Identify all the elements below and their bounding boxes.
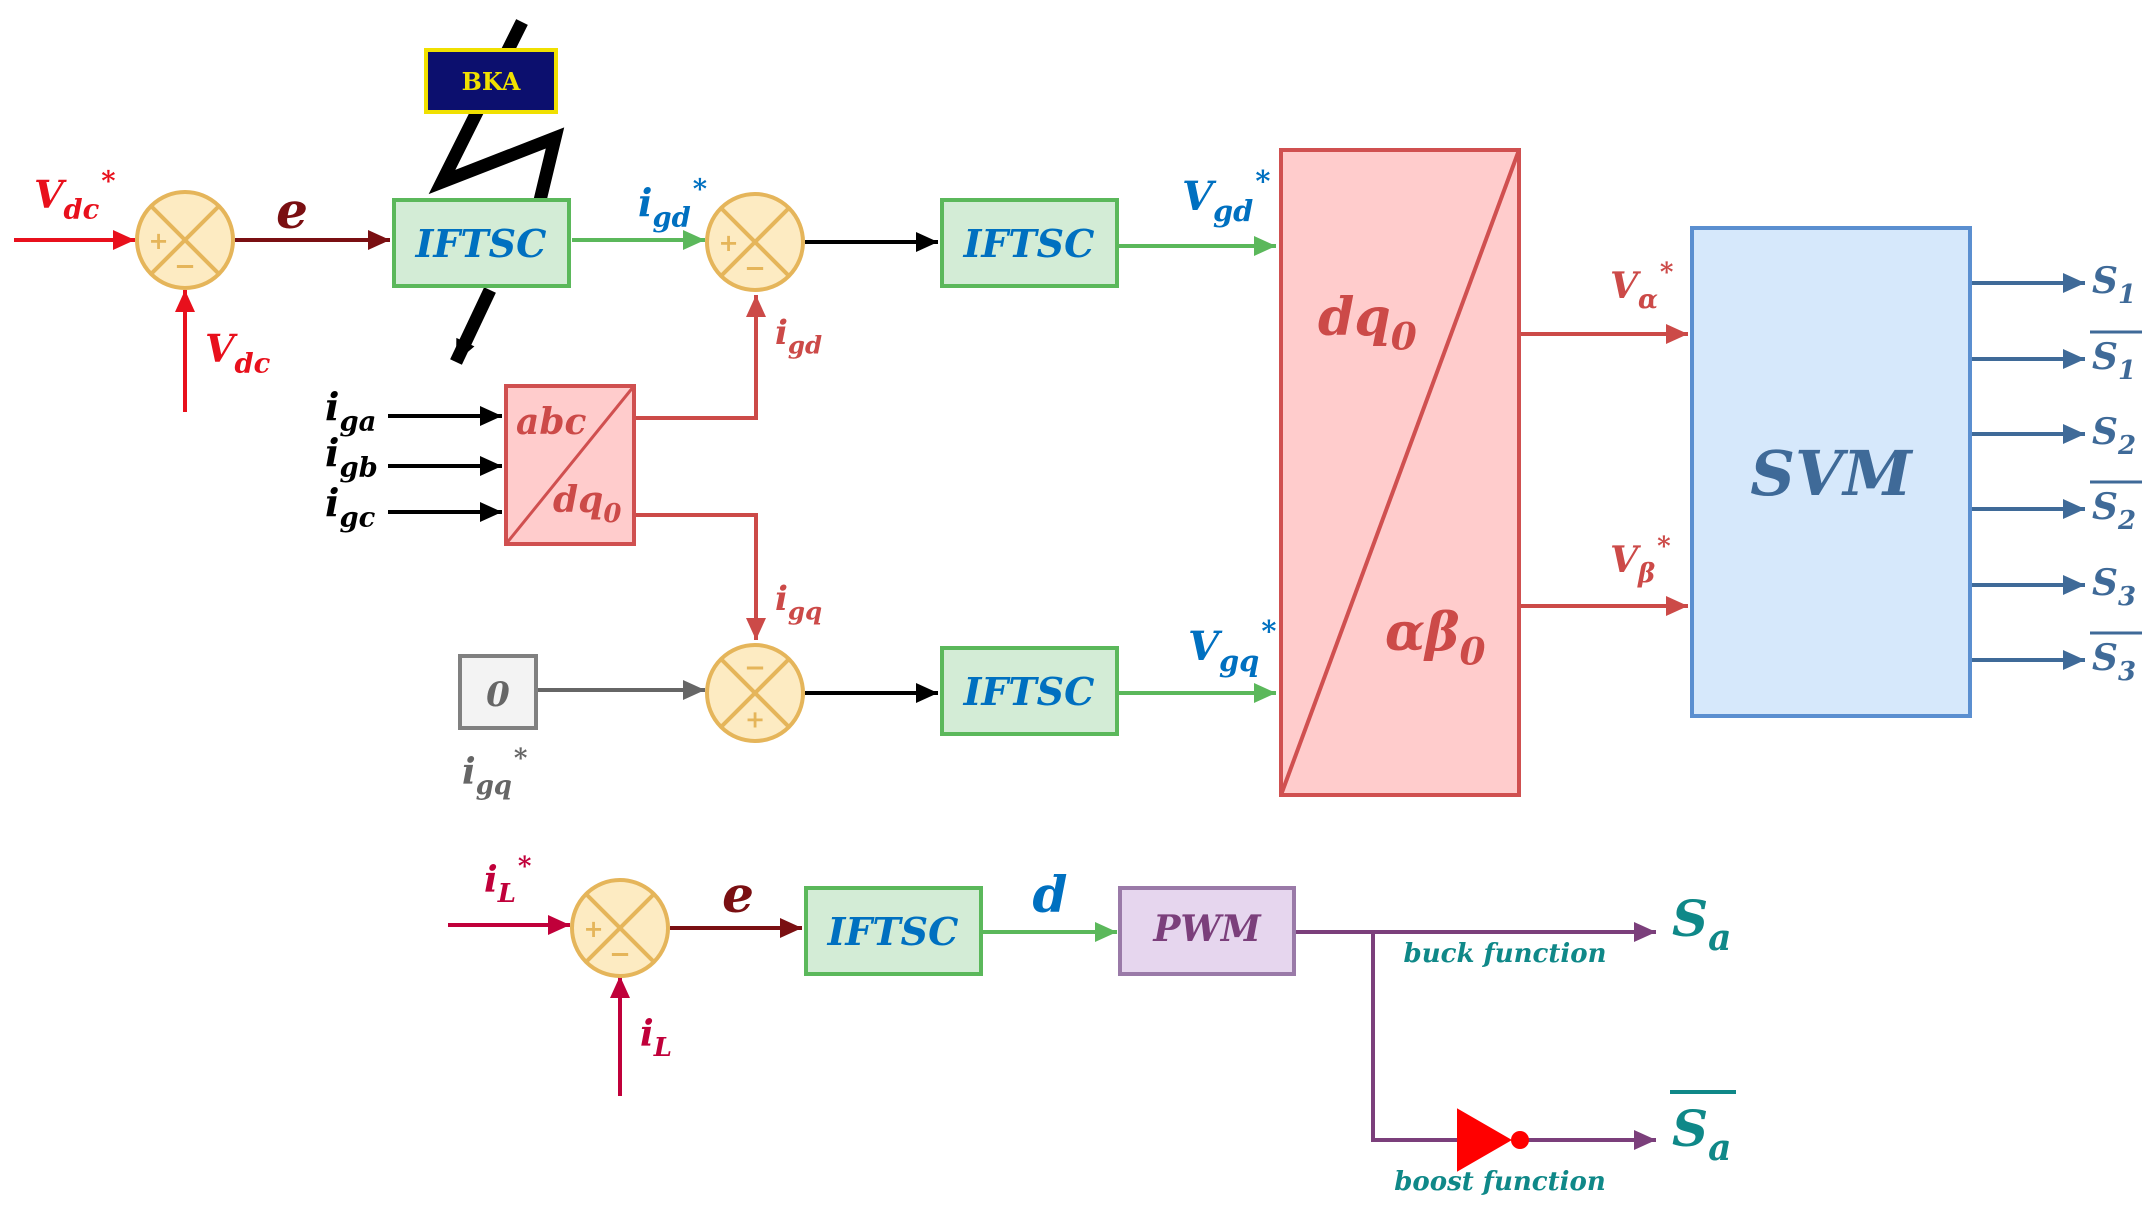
iftsc-block-current <box>804 886 983 976</box>
il-label: iL <box>640 1013 672 1063</box>
abc-dq0-divider <box>504 385 636 545</box>
vgd-ref-arrow <box>1118 236 1276 256</box>
dq0-small-label: dq0 <box>553 479 621 529</box>
igq-ref-arrow <box>536 680 705 700</box>
zero-block <box>458 654 538 730</box>
bka-block <box>424 48 558 114</box>
iftsc-block-d-label: IFTSC <box>963 221 1095 266</box>
abc-label: abc <box>516 401 586 443</box>
iftsc-block-q <box>940 646 1119 736</box>
error-e1-arrow <box>235 230 390 250</box>
sum-q-to-iftsc-arrow <box>805 683 938 703</box>
boost-function-label: boost function <box>1394 1167 1606 1197</box>
svm-output-arrow-6 <box>1972 650 2085 670</box>
plus-sign: + <box>719 229 739 257</box>
iftsc-block-voltage <box>392 198 571 288</box>
valpha-ref-label: Vα* <box>1610 258 1673 315</box>
igq-label: igq <box>775 579 822 626</box>
vbeta-ref-arrow <box>1519 596 1688 616</box>
vdc-feedback-arrow <box>175 290 195 412</box>
bka-label: BKA <box>462 67 521 96</box>
d-label: d <box>1033 865 1068 924</box>
plus-sign: + <box>584 915 604 943</box>
svm-output-arrow-5 <box>1972 575 2085 595</box>
svm-output-label-6: S3 <box>2092 637 2136 687</box>
minus-sign: − <box>174 252 196 282</box>
sum-junction-igd: +− <box>705 192 805 292</box>
iftsc-block-voltage-label: IFTSC <box>415 221 547 266</box>
svm-label: SVM <box>1750 437 1914 510</box>
igb-arrow <box>388 456 502 476</box>
alphabeta0-big-label: αβ0 <box>1385 602 1486 674</box>
il-ref-arrow <box>448 915 570 935</box>
sum-junction-il: +− <box>570 878 670 978</box>
error-e2-arrow <box>670 918 802 938</box>
not-gate-bubble <box>1511 1131 1529 1149</box>
minus-sign: − <box>744 254 766 284</box>
sa-bar-label: Sa <box>1672 1099 1731 1169</box>
svm-output-arrow-2 <box>1972 349 2085 369</box>
svm-output-label-1: S1 <box>2092 260 2136 310</box>
dq0-big-label: dq0 <box>1318 287 1417 359</box>
svm-output-label-5: S3 <box>2092 562 2136 612</box>
svm-output-label-3: S2 <box>2092 411 2136 461</box>
vdc-ref-arrow <box>14 230 135 250</box>
igq-feedback-arrow <box>634 513 766 640</box>
vbeta-ref-label: Vβ* <box>1610 532 1671 589</box>
plus-sign: + <box>149 227 169 255</box>
igb-label: igb <box>325 430 378 484</box>
iftsc-block-current-label: IFTSC <box>827 909 959 954</box>
iga-label: iga <box>325 384 376 438</box>
igc-arrow <box>388 502 502 522</box>
vdc-label: Vdc <box>205 326 271 380</box>
sa-arrow <box>1296 922 1656 942</box>
zero-label: 0 <box>486 675 510 715</box>
valpha-ref-arrow <box>1519 324 1688 344</box>
sum-junction-vdc: +− <box>135 190 235 290</box>
sa-bar-arrow <box>1527 1130 1656 1150</box>
plus-sign: + <box>745 706 765 734</box>
sum-d-to-iftsc-arrow <box>805 232 938 252</box>
igd-label: igd <box>775 313 822 360</box>
branch-to-inverter <box>1371 932 1458 1142</box>
iga-arrow <box>388 406 502 426</box>
minus-sign: − <box>609 940 631 970</box>
sa-label: Sa <box>1672 889 1731 959</box>
iftsc-block-d <box>940 198 1119 288</box>
igd-ref-label: igd* <box>638 173 707 234</box>
vgq-ref-arrow <box>1118 683 1276 703</box>
vdc-ref-label: Vdc* <box>34 165 116 226</box>
svm-output-arrow-4 <box>1972 499 2085 519</box>
e2-label: e <box>722 865 754 924</box>
svm-output-arrow-1 <box>1972 273 2085 293</box>
svm-output-label-4: S2 <box>2092 486 2136 536</box>
buck-function-label: buck function <box>1404 939 1607 969</box>
igc-label: igc <box>325 480 376 534</box>
e1-label: e <box>276 181 308 240</box>
svm-output-arrow-3 <box>1972 424 2085 444</box>
bka-arrowhead <box>450 287 496 365</box>
il-feedback-arrow <box>610 976 630 1096</box>
svm-output-label-2: S1 <box>2092 336 2136 386</box>
svm-block <box>1690 226 1972 718</box>
duty-d-arrow <box>980 922 1117 942</box>
pwm-block <box>1118 886 1296 976</box>
dq0-alphabeta-divider <box>1279 149 1521 796</box>
igd-ref-arrow <box>572 230 705 250</box>
vgq-ref-label: Vgq* <box>1188 614 1276 678</box>
minus-sign: − <box>744 653 766 683</box>
il-ref-label: iL* <box>484 852 531 909</box>
not-gate <box>1457 1108 1513 1172</box>
igd-feedback-arrow <box>634 295 766 420</box>
sum-junction-igq: +− <box>705 643 805 743</box>
pwm-label: PWM <box>1152 908 1262 950</box>
igq-ref-label: igq* <box>462 744 527 801</box>
vgd-ref-label: Vgd* <box>1182 164 1270 228</box>
iftsc-block-q-label: IFTSC <box>963 669 1095 714</box>
